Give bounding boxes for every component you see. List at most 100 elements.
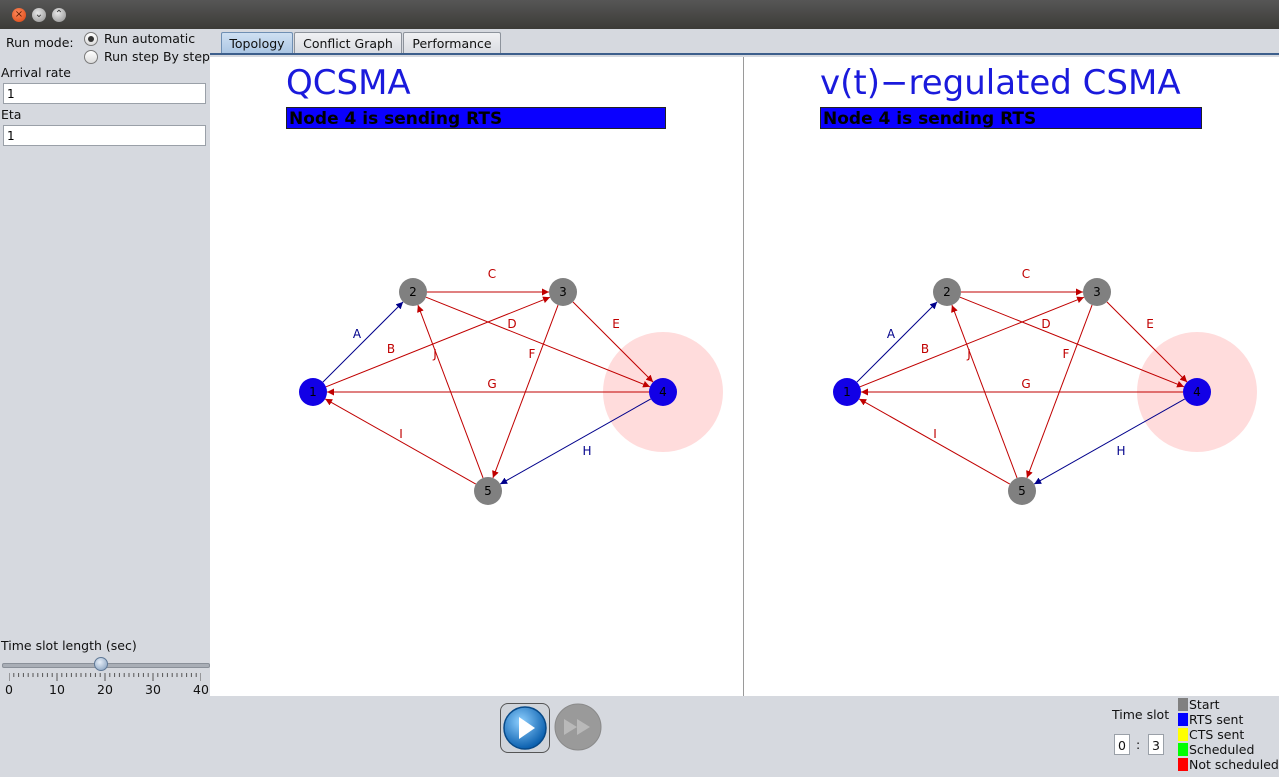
edge-label-I: I <box>399 427 403 441</box>
node-label-2: 2 <box>409 285 417 299</box>
tab-topology[interactable]: Topology <box>221 32 293 55</box>
edge-label-G: G <box>487 377 496 391</box>
legend-swatch <box>1178 698 1188 711</box>
node-1 <box>833 378 861 406</box>
node-label-4: 4 <box>659 385 667 399</box>
edge-H <box>499 398 652 485</box>
node-1 <box>299 378 327 406</box>
arrival-rate-label: Arrival rate <box>1 65 71 80</box>
maximize-glyph: ⌃ <box>54 9 64 20</box>
slider-ticks <box>9 673 201 681</box>
node-4 <box>1183 378 1211 406</box>
eta-input[interactable] <box>3 125 206 146</box>
node-label-5: 5 <box>1018 484 1026 498</box>
maximize-window-icon[interactable]: ⌃ <box>52 8 66 22</box>
node-label-3: 3 <box>559 285 567 299</box>
status-banner: Node 4 is sending RTS <box>820 107 1202 129</box>
edge-label-B: B <box>387 342 395 356</box>
bottom-controls <box>210 696 1279 777</box>
run-mode-label: Run mode: <box>6 35 74 50</box>
edge-label-J: J <box>432 347 437 361</box>
legend-swatch <box>1178 758 1188 771</box>
edge-J <box>951 304 1018 479</box>
edge-label-E: E <box>1146 317 1154 331</box>
edge-label-J: J <box>966 347 971 361</box>
legend-label: Not scheduled <box>1189 757 1279 772</box>
time-slot-seconds: 3 <box>1148 734 1164 755</box>
node-5 <box>1008 477 1036 505</box>
tab-bar: Topology Conflict Graph Performance <box>210 29 1279 56</box>
tab-performance[interactable]: Performance <box>403 32 501 55</box>
slider-tick-20: 20 <box>97 682 113 697</box>
arrival-rate-input[interactable] <box>3 83 206 104</box>
edge-label-A: A <box>353 327 362 341</box>
edge-I <box>324 398 477 485</box>
window-titlebar: × ⌄ ⌃ <box>0 0 1279 29</box>
slider-tick-0: 0 <box>5 682 13 697</box>
play-button[interactable] <box>500 703 550 753</box>
vt-csma-panel: v(t)−regulated CSMA Node 4 is sending RT… <box>744 57 1279 696</box>
edge-label-A: A <box>887 327 896 341</box>
edge-B <box>325 296 551 388</box>
edge-label-H: H <box>582 444 591 458</box>
run-automatic-radio[interactable] <box>84 32 98 46</box>
slider-label: Time slot length (sec) <box>1 638 137 653</box>
node-label-1: 1 <box>309 385 317 399</box>
close-window-icon[interactable]: × <box>12 8 26 22</box>
legend-swatch <box>1178 713 1188 726</box>
panel-title: QCSMA <box>286 63 411 103</box>
close-glyph: × <box>14 9 24 20</box>
node-3 <box>1083 278 1111 306</box>
tab-underline <box>210 53 1279 55</box>
edge-H <box>1033 398 1186 485</box>
tab-conflict-graph[interactable]: Conflict Graph <box>294 32 402 55</box>
panel-divider <box>743 57 744 696</box>
edge-D <box>425 296 651 388</box>
legend-label: Scheduled <box>1189 742 1255 757</box>
time-slot-separator: : <box>1136 737 1141 752</box>
eta-label: Eta <box>1 107 22 122</box>
edge-label-H: H <box>1116 444 1125 458</box>
node-4 <box>649 378 677 406</box>
edge-A <box>322 301 404 383</box>
edge-label-D: D <box>507 317 516 331</box>
edge-label-C: C <box>1022 267 1030 281</box>
node-3 <box>549 278 577 306</box>
slider-tick-30: 30 <box>145 682 161 697</box>
node-2 <box>933 278 961 306</box>
time-slot-minutes: 0 <box>1114 734 1130 755</box>
edge-I <box>858 398 1011 485</box>
time-slot-label: Time slot <box>1112 707 1170 722</box>
run-step-radio[interactable] <box>84 50 98 64</box>
node-label-3: 3 <box>1093 285 1101 299</box>
edge-label-F: F <box>529 347 536 361</box>
run-automatic-label[interactable]: Run automatic <box>104 31 196 46</box>
legend-label: CTS sent <box>1189 727 1245 742</box>
node-label-4: 4 <box>1193 385 1201 399</box>
edge-D <box>959 296 1185 388</box>
node-label-1: 1 <box>843 385 851 399</box>
legend-label: Start <box>1189 697 1220 712</box>
minimize-glyph: ⌄ <box>34 9 44 20</box>
node-5 <box>474 477 502 505</box>
edge-E <box>572 301 654 383</box>
control-panel: Run mode: Run automatic Run step By step… <box>0 29 210 777</box>
edge-label-B: B <box>921 342 929 356</box>
node-2 <box>399 278 427 306</box>
panel-title: v(t)−regulated CSMA <box>820 63 1181 103</box>
edge-label-C: C <box>488 267 496 281</box>
play-icon <box>503 706 547 750</box>
edge-A <box>856 301 938 383</box>
run-step-label[interactable]: Run step By step <box>104 49 210 64</box>
minimize-window-icon[interactable]: ⌄ <box>32 8 46 22</box>
edge-E <box>1106 301 1188 383</box>
edge-J <box>417 304 484 479</box>
fast-forward-button[interactable] <box>554 703 602 751</box>
edge-label-E: E <box>612 317 620 331</box>
legend-swatch <box>1178 728 1188 741</box>
fast-forward-icon <box>554 703 602 751</box>
time-slot-slider-knob[interactable] <box>94 657 109 671</box>
